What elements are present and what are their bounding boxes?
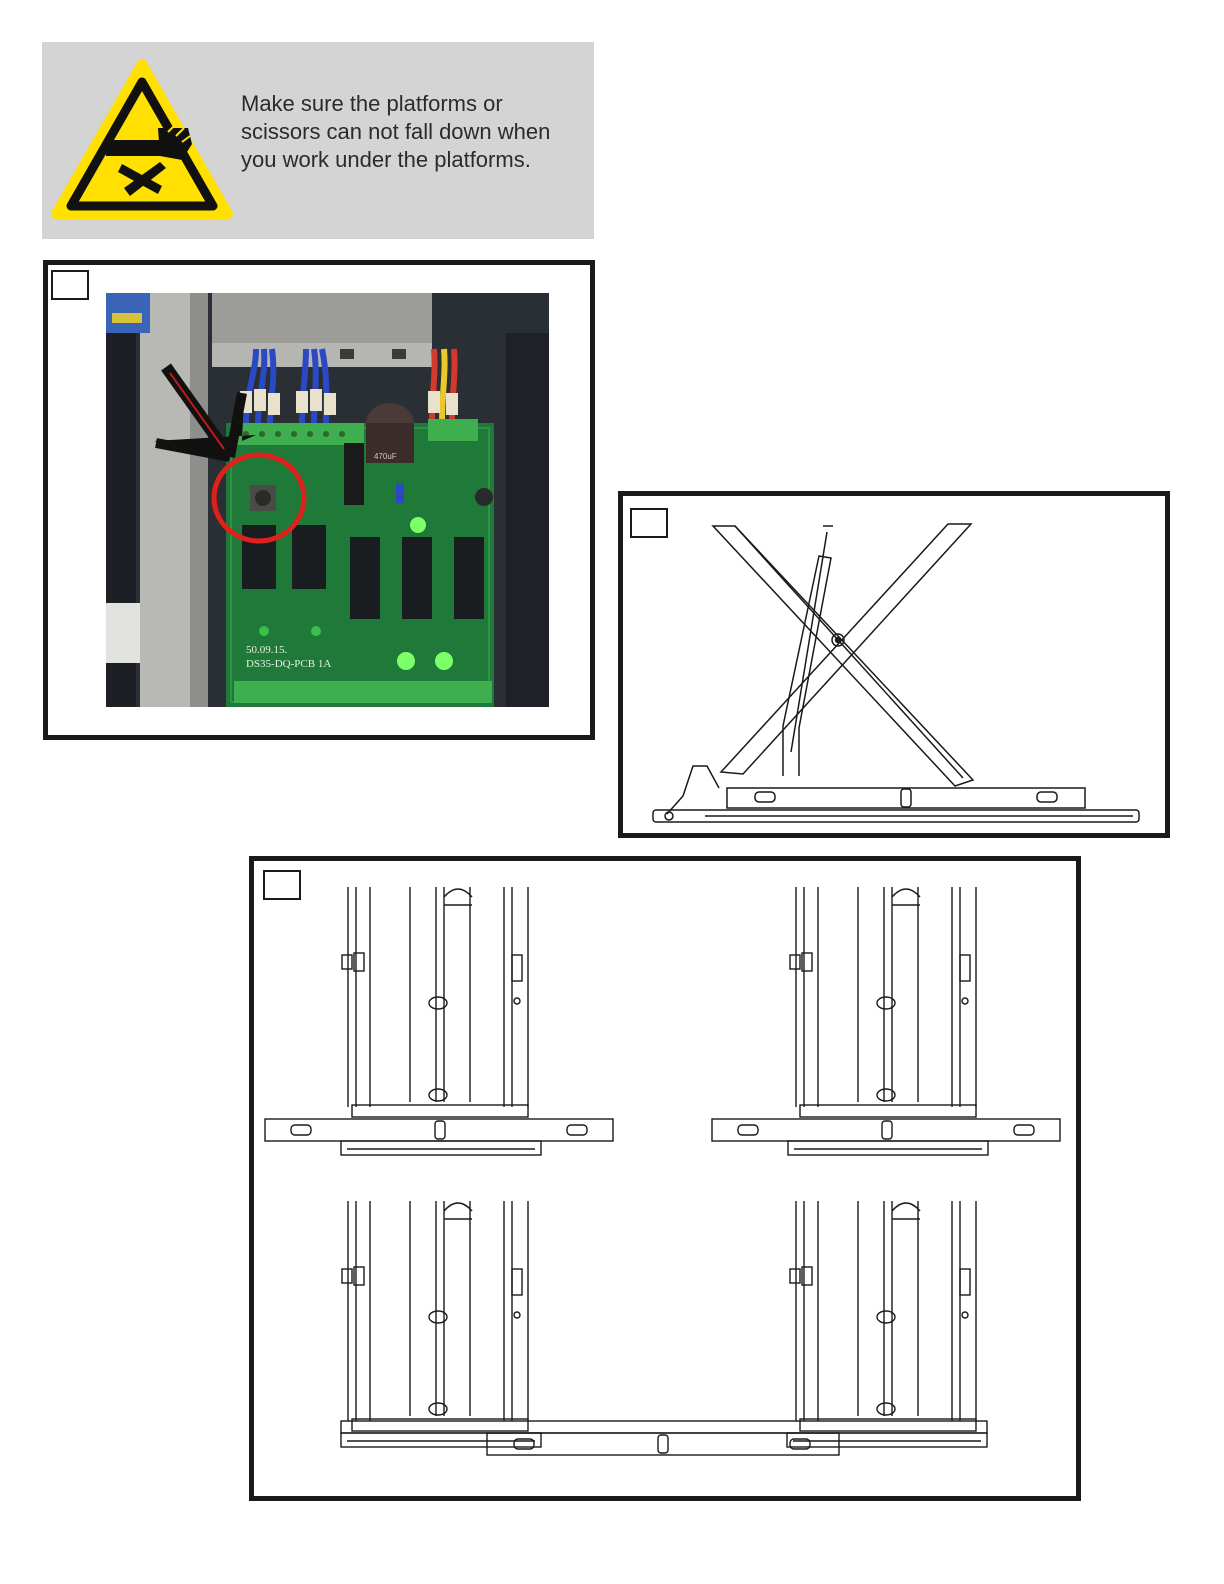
pinch-hazard-warning-icon (50, 58, 234, 224)
step-number-box (51, 270, 89, 300)
control-board-photo: 470uF 50.09.15. DS35-DQ-PCB 1A (106, 293, 549, 707)
side-view-diagram-panel (618, 491, 1170, 838)
warning-text: Make sure the platforms or scissors can … (241, 90, 586, 174)
warning-banner: Make sure the platforms or scissors can … (42, 42, 594, 239)
board-label-line2: DS35-DQ-PCB 1A (246, 658, 331, 670)
front-views-diagram-panel (249, 856, 1081, 1501)
lift-front-views-diagram (254, 861, 1076, 1496)
scissor-side-view-diagram (623, 496, 1165, 833)
photo-panel: 470uF 50.09.15. DS35-DQ-PCB 1A (43, 260, 595, 740)
board-label-line1: 50.09.15. (246, 644, 288, 656)
capacitor-label: 470uF (374, 452, 397, 461)
